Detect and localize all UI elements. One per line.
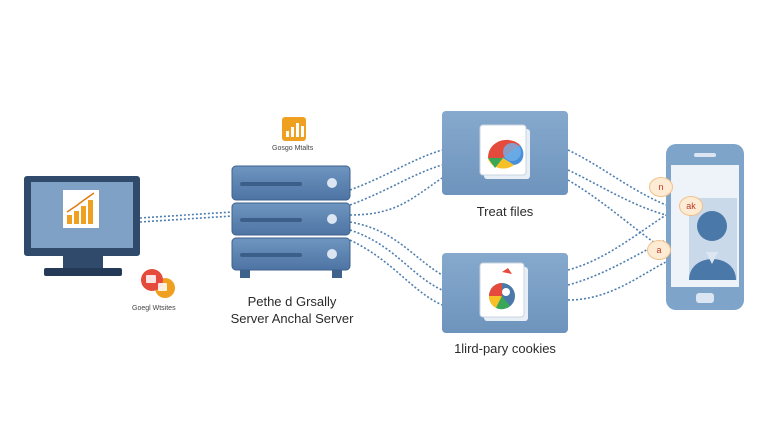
server-label-line2: Server Anchal Server — [230, 311, 354, 326]
server-to-first-party-line — [349, 149, 443, 191]
first-party-to-phone-line — [567, 149, 667, 206]
notification-bubble: n — [649, 177, 673, 197]
third-party-label: 1lird-pary cookies — [454, 341, 556, 356]
analytics-top-label: Gosgo Mtalts — [272, 145, 314, 152]
first-party-panel — [442, 111, 568, 195]
connections — [139, 149, 667, 306]
third-party-panel — [442, 253, 568, 333]
third-party-to-phone-line — [567, 214, 667, 271]
analytics-top-icon — [282, 117, 306, 141]
server-label-line1: Pethe d Grsally — [247, 294, 337, 309]
first-party-label: Treat files — [476, 204, 534, 219]
analytics-left-label: Goegl Wtsites — [132, 305, 176, 312]
phone-icon — [666, 144, 744, 310]
server-to-third-party-line — [349, 221, 443, 276]
file-icon — [479, 124, 530, 179]
cookie-icon — [479, 262, 528, 321]
analytics-logo-icon — [141, 269, 175, 298]
notification-bubble: a — [647, 240, 671, 260]
notification-bubble: ak — [679, 196, 703, 216]
monitor-icon — [24, 176, 140, 276]
monitor-to-server-line — [139, 211, 233, 219]
bar-chart-icon — [63, 190, 99, 228]
server-icon — [231, 165, 351, 278]
